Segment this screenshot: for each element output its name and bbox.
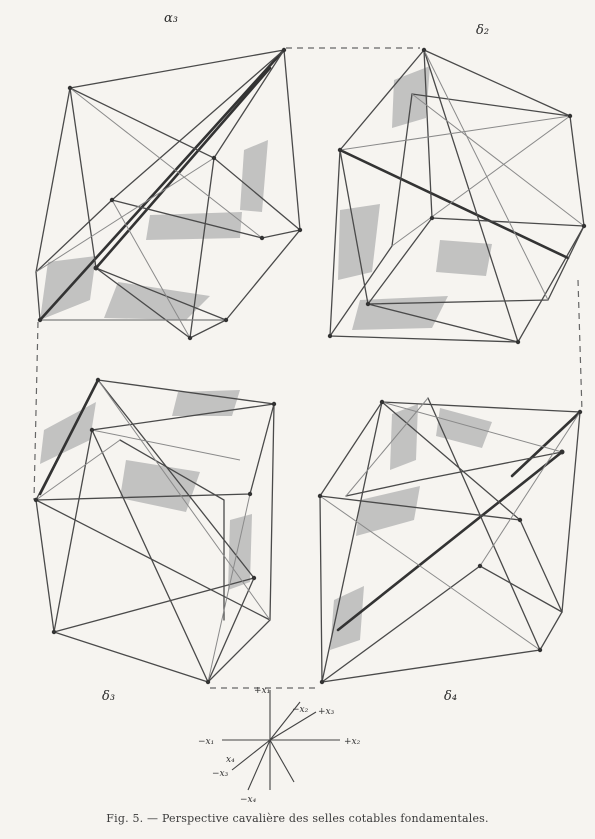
bold-diagonal xyxy=(38,48,286,322)
edge xyxy=(423,49,549,301)
edge xyxy=(35,157,215,273)
edge xyxy=(119,439,225,621)
shaded-face xyxy=(146,212,242,240)
panel-bottom-left: δ₃ xyxy=(35,378,275,704)
bold-diagonal xyxy=(338,148,570,260)
edge xyxy=(381,401,563,453)
shaded-face xyxy=(40,402,96,464)
edge xyxy=(189,49,285,339)
edge xyxy=(321,401,383,683)
edge xyxy=(97,379,271,621)
axis-label: −x₂ xyxy=(292,705,309,715)
axis-label: −x₄ xyxy=(240,795,257,805)
axis-line xyxy=(269,711,317,741)
edge xyxy=(345,451,563,497)
outline-edges xyxy=(329,49,585,343)
axis-label: +x₃ xyxy=(318,707,335,717)
panel-top-left: α₃ xyxy=(35,11,301,339)
shaded-face xyxy=(240,140,268,212)
dashed-link-left xyxy=(33,321,39,501)
edge xyxy=(345,397,429,497)
figure-caption: Fig. 5. — Perspective cavalière des sell… xyxy=(106,812,489,825)
axis-label: +x₁ xyxy=(254,686,270,696)
edge xyxy=(411,93,571,117)
shaded-face xyxy=(172,390,240,416)
edge xyxy=(411,93,585,227)
panel-label: δ₃ xyxy=(102,689,115,704)
bold-diagonal xyxy=(510,410,582,478)
edge xyxy=(427,397,541,651)
edge xyxy=(367,217,433,305)
edge xyxy=(207,493,251,683)
edge xyxy=(69,87,227,321)
edge xyxy=(423,49,585,227)
shaded-face xyxy=(104,282,210,320)
bold-diagonal xyxy=(94,66,272,270)
panel-label: δ₂ xyxy=(476,23,489,38)
edge xyxy=(319,495,541,651)
axis-label: +x₂ xyxy=(344,737,361,747)
panel-top-right: δ₂ xyxy=(329,23,585,343)
panel-label: α₃ xyxy=(164,11,178,26)
edge xyxy=(69,87,263,239)
bold-diagonal xyxy=(38,378,100,496)
shaded-face xyxy=(390,404,418,470)
edge xyxy=(53,577,255,633)
shaded-face xyxy=(338,204,380,280)
edge xyxy=(111,199,191,339)
edge xyxy=(91,429,241,461)
panel-bottom-right: δ₄ xyxy=(319,397,582,704)
axis-label: −x₁ xyxy=(198,737,214,747)
edge xyxy=(319,495,521,521)
axis-label: x₄ xyxy=(226,755,235,765)
shaded-face xyxy=(352,296,448,330)
shaded-face xyxy=(356,486,420,536)
edge xyxy=(35,439,121,501)
shaded-face xyxy=(228,514,252,590)
polytope-figure: α₃ δ₂ xyxy=(33,11,587,805)
axis-label: −x₃ xyxy=(212,769,229,779)
axis-line xyxy=(269,701,301,741)
dashed-link-right xyxy=(577,279,583,413)
edge xyxy=(423,49,519,343)
shaded-face xyxy=(436,408,492,448)
shaded-face xyxy=(120,460,200,512)
edge xyxy=(91,429,209,683)
edge xyxy=(35,499,271,621)
shaded-face xyxy=(436,240,492,276)
axis-line xyxy=(269,739,295,783)
bold-diagonal xyxy=(336,450,564,632)
edge xyxy=(479,411,581,567)
edge xyxy=(391,115,571,247)
axis-line xyxy=(247,739,271,791)
axis-line xyxy=(231,739,271,771)
axis-cross: +x₁ +x₂ −x₁ +x₃ −x₂ −x₃ x₄ −x₄ xyxy=(198,686,361,805)
vertex-markers xyxy=(33,47,587,685)
edge xyxy=(339,115,571,151)
panel-label: δ₄ xyxy=(444,689,457,704)
